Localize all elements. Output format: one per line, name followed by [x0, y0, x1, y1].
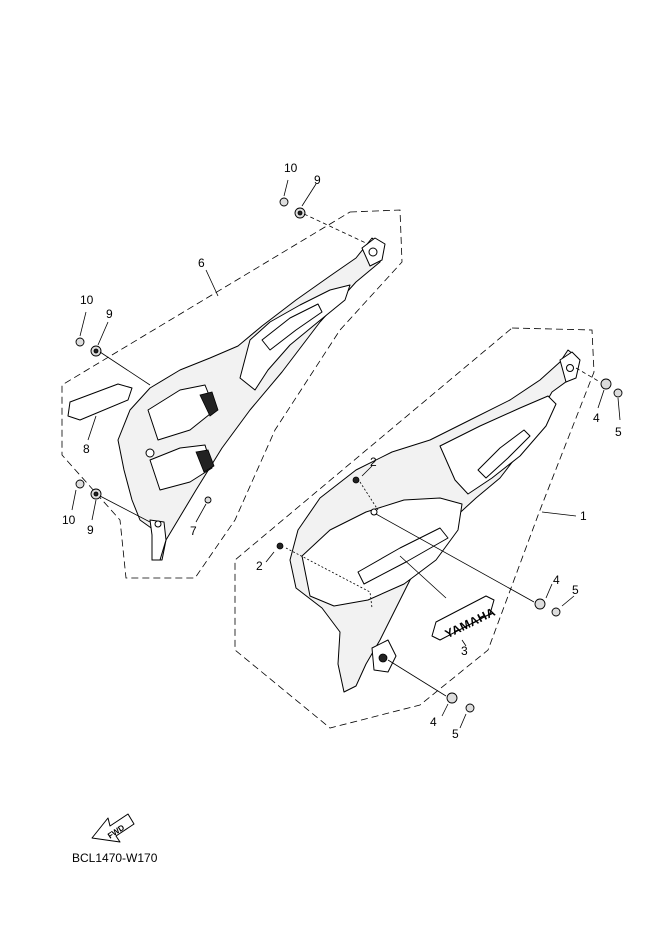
grommet-icon	[352, 476, 360, 484]
right-cover-lower-hole	[378, 653, 388, 663]
right-group-boundary	[234, 327, 595, 729]
callout-9-middle: 9	[106, 307, 113, 321]
callout-5-bottom: 5	[452, 727, 459, 741]
grommet-icon	[204, 496, 212, 504]
left-cover-pocket-lower	[149, 444, 213, 491]
screw-icon	[465, 703, 475, 713]
callout-4-bottom: 4	[430, 715, 437, 729]
left-cover-rib	[239, 284, 351, 391]
washer-icon	[534, 598, 546, 610]
right-cover-lower-panel	[301, 497, 463, 607]
left-cover-decal	[67, 383, 133, 421]
callout-7: 7	[190, 524, 197, 538]
diagram-code: BCL1470-W170	[72, 851, 158, 865]
left-fastener-top	[279, 179, 369, 245]
screw-icon	[279, 197, 289, 207]
left-fastener-middle	[75, 311, 151, 386]
screw-icon	[551, 607, 561, 617]
emblem-plate	[431, 595, 495, 641]
screw-icon	[75, 479, 85, 489]
callout-5-top: 5	[615, 425, 622, 439]
left-side-cover-assembly: 10 9 6 10 9 8 10 9 7	[61, 161, 403, 579]
washer-hole-icon	[93, 348, 99, 354]
right-cover-mid-hole	[370, 508, 378, 516]
right-fastener-middle	[375, 513, 575, 617]
yamaha-emblem: YAMAHA	[431, 595, 498, 641]
left-cover-grommet-hole	[145, 448, 155, 458]
left-cover-slot	[261, 303, 323, 351]
right-fastener-bottom	[387, 659, 475, 729]
right-cover-upper-slot	[477, 429, 531, 479]
washer-icon	[600, 378, 612, 390]
callout-1: 1	[580, 509, 587, 523]
left-fastener-bottom	[71, 479, 151, 523]
callout-10-bottom: 10	[62, 513, 76, 527]
callout-2-top: 2	[370, 455, 377, 469]
washer-hole-icon	[93, 491, 99, 497]
left-cover-top-hole	[368, 247, 378, 257]
callout-4-middle: 4	[553, 573, 560, 587]
callout-9-bottom: 9	[87, 523, 94, 537]
forward-arrow-icon	[91, 813, 135, 843]
callout-5-middle: 5	[572, 583, 579, 597]
right-fastener-top	[575, 367, 623, 421]
callout-9-top: 9	[314, 173, 321, 187]
screw-icon	[75, 337, 85, 347]
left-cover-clip-lower	[195, 449, 215, 473]
forward-arrow: FWD	[91, 813, 135, 843]
left-cover-bottom-tab	[149, 519, 167, 561]
right-side-cover-assembly: YAMAHA	[234, 327, 623, 741]
washer-hole-icon	[297, 210, 303, 216]
callout-3: 3	[461, 644, 468, 658]
right-cover-upper-rib	[439, 395, 557, 495]
grommet-icon	[276, 542, 284, 550]
washer-icon	[446, 692, 458, 704]
screw-icon	[613, 388, 623, 398]
callout-8: 8	[83, 442, 90, 456]
callout-2-bottom: 2	[256, 559, 263, 573]
right-cover-top-hole	[566, 364, 574, 372]
callout-10-middle: 10	[80, 293, 94, 307]
left-group-boundary	[61, 209, 403, 579]
callout-6: 6	[198, 256, 205, 270]
left-cover-bottom-hole	[154, 520, 162, 528]
left-cover-clip-upper	[199, 391, 219, 417]
callout-4-top: 4	[593, 411, 600, 425]
callout-10-top: 10	[284, 161, 298, 175]
